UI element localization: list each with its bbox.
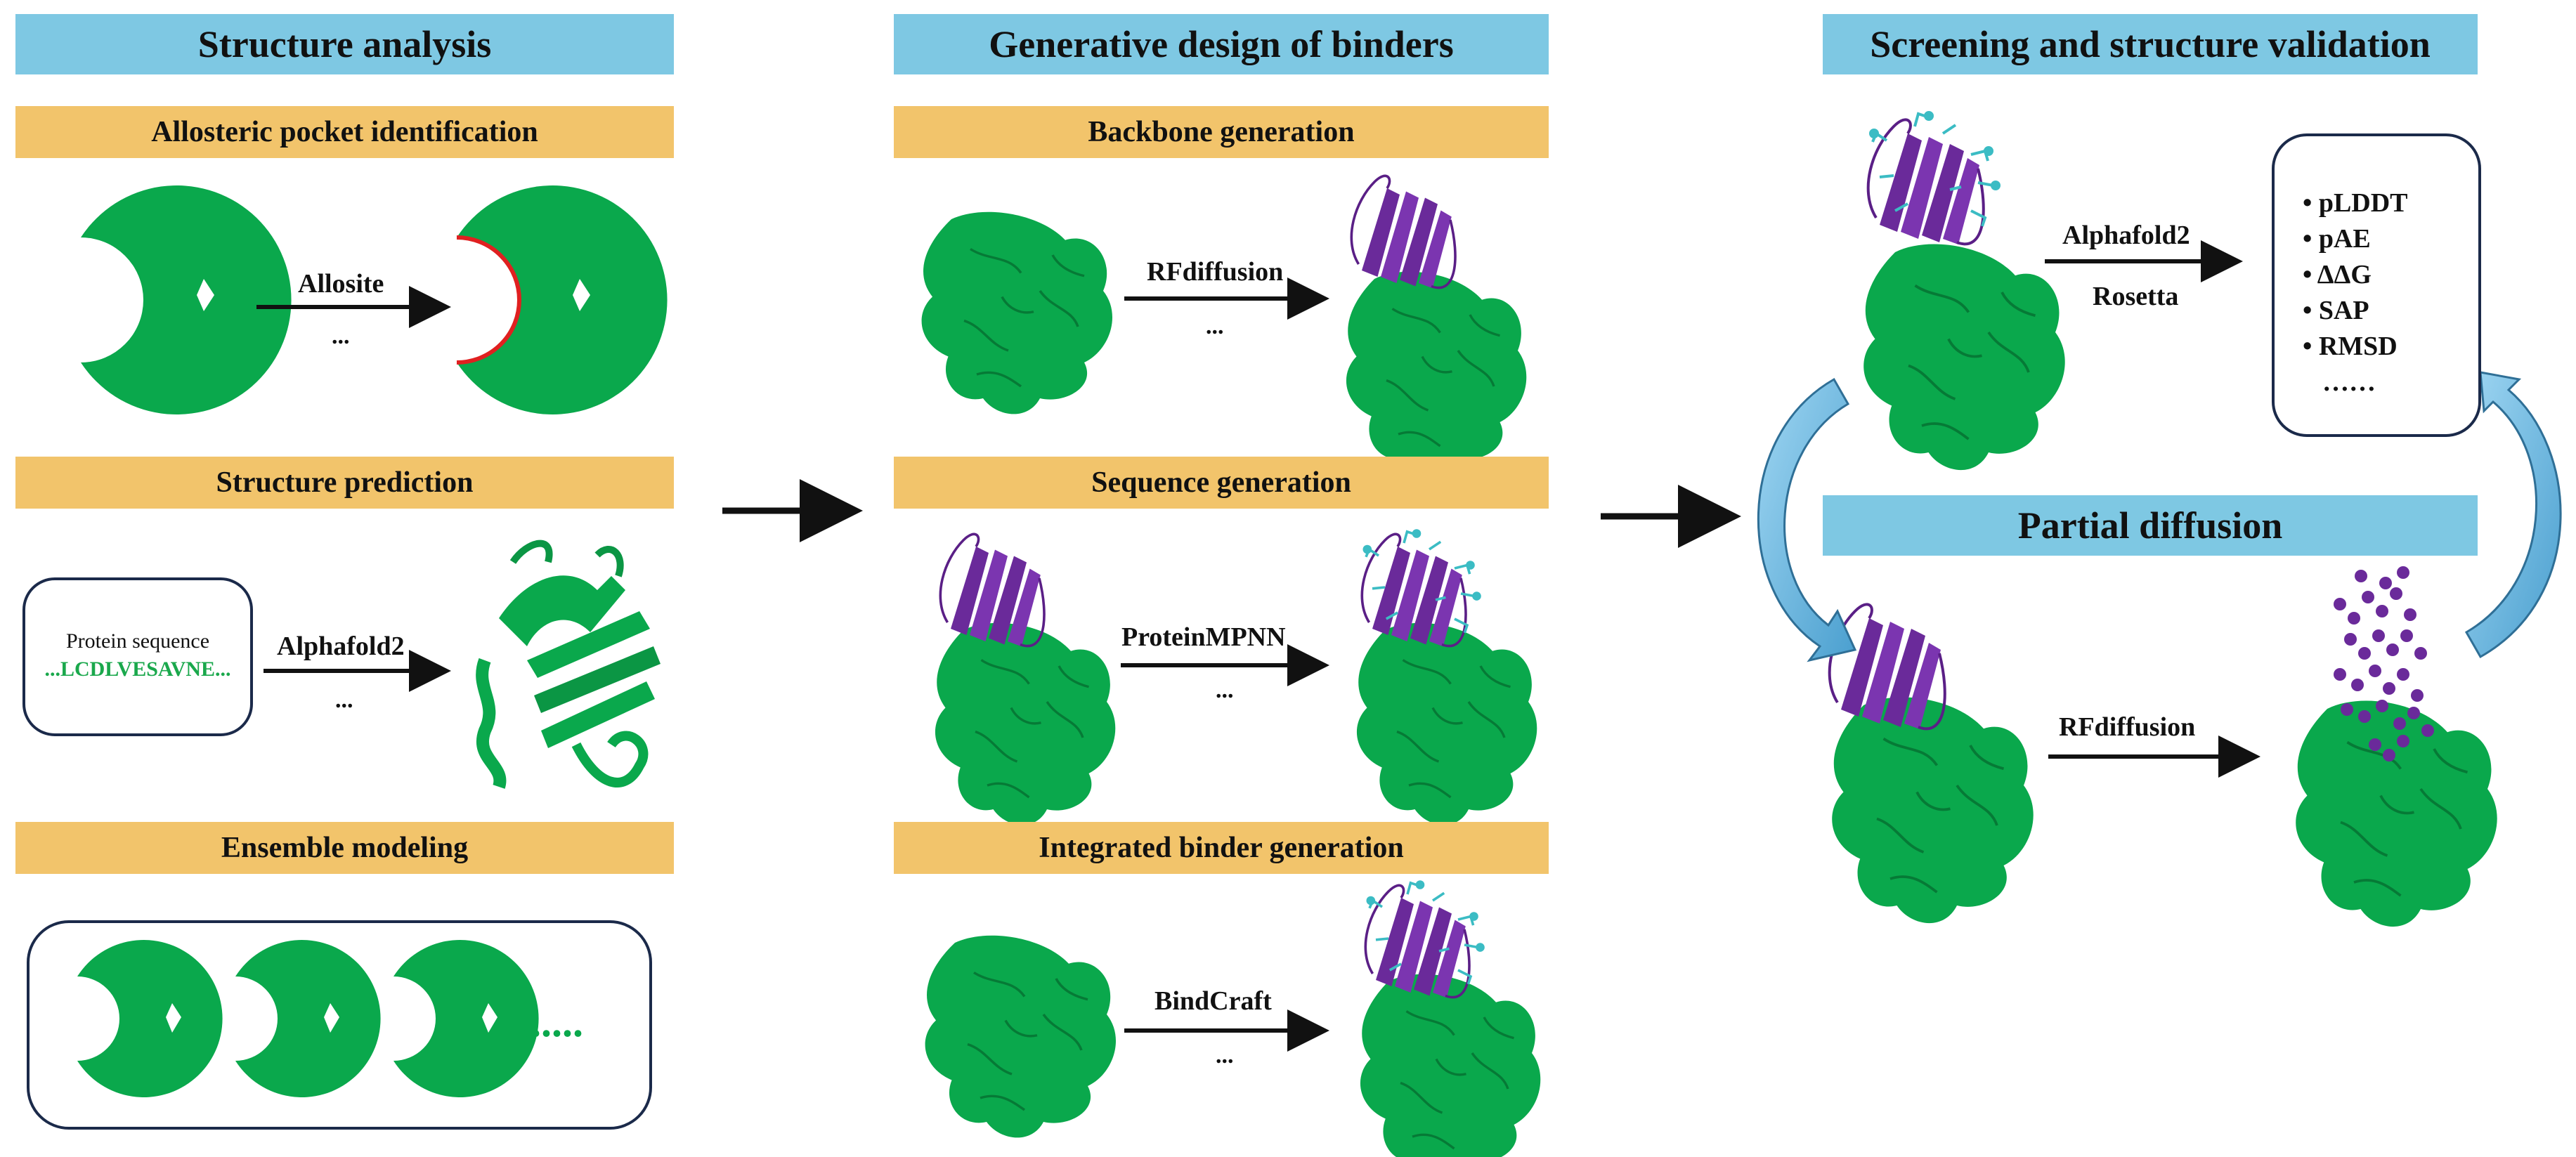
- header-partial-diffusion: Partial diffusion: [1823, 495, 2478, 556]
- ensemble-box: [27, 920, 652, 1130]
- cycle-arrow-right: [2464, 371, 2562, 659]
- label-allosite: Allosite: [298, 269, 384, 299]
- label-rfdiffusion-backbone: RFdiffusion: [1147, 257, 1284, 287]
- metric-item: • RMSD: [2303, 332, 2398, 361]
- screening-complex: [1862, 111, 2067, 471]
- partial-diffusion-input: [1828, 603, 2035, 924]
- subheader-backbone: Backbone generation: [894, 106, 1549, 158]
- subheader-sequence: Sequence generation: [894, 457, 1549, 509]
- target-protein-backbone: [920, 210, 1114, 416]
- label-proteinmpnn: ProteinMPNN: [1121, 622, 1286, 652]
- binder-complex-sequence-output: [1355, 529, 1538, 827]
- subheader-integrated: Integrated binder generation: [894, 822, 1549, 874]
- header-generative-design: Generative design of binders: [894, 14, 1549, 74]
- ensemble-shapes: [77, 940, 539, 1097]
- prediction-ellipsis: ...: [335, 687, 353, 713]
- subheader-structure-prediction: Structure prediction: [15, 457, 674, 509]
- label-rosetta: Rosetta: [2093, 282, 2179, 311]
- label-rfdiffusion-partial: RFdiffusion: [2059, 712, 2196, 742]
- protein-sequence-title: Protein sequence: [65, 629, 210, 653]
- backbone-ellipsis: ...: [1206, 313, 1224, 339]
- label-bindcraft: BindCraft: [1154, 986, 1272, 1016]
- ensemble-more-dots: ......: [520, 999, 583, 1045]
- binder-complex-integrated: [1359, 880, 1542, 1157]
- protein-sequence-box: Protein sequence ...LCDLVESAVNE...: [22, 577, 253, 736]
- pocket-shape-unlabeled: [81, 185, 292, 414]
- partial-diffusion-output: [2294, 566, 2499, 928]
- binder-complex-backbone: [1345, 174, 1528, 476]
- target-protein-integrated: [923, 934, 1117, 1139]
- header-screening: Screening and structure validation: [1823, 14, 2478, 74]
- header-structure-analysis: Structure analysis: [15, 14, 674, 74]
- metrics-box: • pLDDT • pAE • ΔΔG • SAP • RMSD ……: [2272, 133, 2481, 437]
- subheader-allosteric: Allosteric pocket identification: [15, 106, 674, 158]
- metric-item: • pAE: [2303, 224, 2371, 254]
- binder-complex-sequence-input: [934, 532, 1117, 827]
- metric-item: • ΔΔG: [2303, 260, 2372, 289]
- protein-sequence-text: ...LCDLVESAVNE...: [44, 658, 231, 681]
- allosite-ellipsis: ...: [332, 323, 350, 349]
- label-alphafold2-prediction: Alphafold2: [277, 632, 405, 661]
- sequence-ellipsis: ...: [1216, 677, 1234, 703]
- metric-more: ……: [2322, 367, 2376, 397]
- metric-item: • pLDDT: [2303, 188, 2408, 218]
- metric-item: • SAP: [2303, 296, 2369, 325]
- label-alphafold2-screening: Alphafold2: [2062, 221, 2190, 250]
- metrics-list: • pLDDT • pAE • ΔΔG • SAP • RMSD ……: [2303, 185, 2408, 400]
- subheader-ensemble: Ensemble modeling: [15, 822, 674, 874]
- pocket-shape-labeled: [456, 185, 668, 414]
- cycle-arrow-left: [1757, 377, 1857, 662]
- predicted-structure-ribbon: [476, 540, 661, 789]
- bindcraft-ellipsis: ...: [1216, 1042, 1234, 1068]
